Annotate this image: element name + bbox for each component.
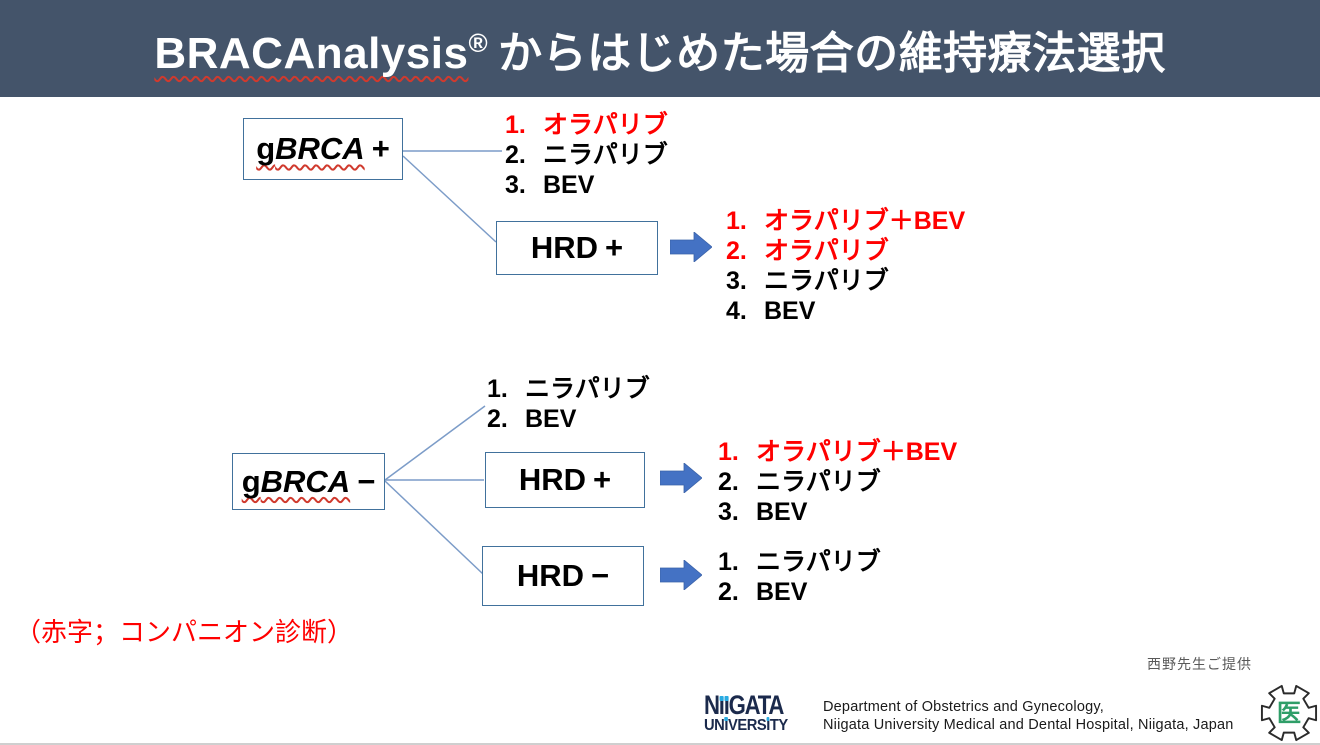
slide-bottom-edge xyxy=(0,743,1320,745)
title-japanese-text: からはじめた場合の維持療法選択 xyxy=(498,28,1166,78)
therapy-option: 3.ニラパリブ xyxy=(726,267,889,295)
logo-cyan-dot-letter: I xyxy=(766,717,770,734)
hrd-top-sign: + xyxy=(605,230,624,265)
logo-cyan-dot-letter: ı xyxy=(718,690,725,720)
therapy-option: 1.ニラパリブ xyxy=(718,548,881,576)
therapy-option: 4.BEV xyxy=(726,297,816,325)
hrd-positive-mid-box: HRD+ xyxy=(485,452,645,508)
hrd-mid-sign: + xyxy=(593,462,612,497)
seal-character: 医 xyxy=(1277,701,1301,728)
gbrca-positive-label: gBRCA xyxy=(256,131,365,167)
therapy-option: 3.BEV xyxy=(718,498,808,526)
logo-wordmark-line1: NııGATA xyxy=(704,690,784,720)
logo-cyan-dot-letter: ı xyxy=(723,690,730,720)
therapy-option: 1.ニラパリブ xyxy=(487,375,650,403)
hrd-negative-options-list: 1.ニラパリブ 2.BEV xyxy=(718,547,881,607)
hrd-negative-box: HRD− xyxy=(482,546,644,606)
therapy-option: 2.ニラパリブ xyxy=(718,468,881,496)
hrd-positive-top-options-list: 1.オラパリブ＋BEV 2.オラパリブ 3.ニラパリブ 4.BEV xyxy=(726,206,965,326)
niigata-university-logo: NııGATA UNIVERSITY xyxy=(704,690,801,734)
logo-wordmark-line2: UNIVERSITY xyxy=(704,717,788,734)
therapy-option: 3.BEV xyxy=(505,171,595,199)
flow-arrow-icon xyxy=(670,232,712,262)
gene-prefix: g xyxy=(256,131,276,166)
department-line1: Department of Obstetrics and Gynecology, xyxy=(823,699,1104,715)
medical-school-seal-icon: 医 xyxy=(1260,684,1318,742)
logo-cyan-dot-letter: I xyxy=(724,717,728,734)
therapy-option: 1.オラパリブ xyxy=(505,111,668,139)
hrd-negative-label: HRD xyxy=(516,558,585,593)
hrd-negative-sign: − xyxy=(591,558,610,593)
gbrca-negative-sign: − xyxy=(357,463,376,499)
hrd-mid-label: HRD xyxy=(518,462,587,497)
page-title: BRACAnalysis® からはじめた場合の維持療法選択 xyxy=(154,17,1165,81)
gbrca-positive-sign: + xyxy=(371,131,390,166)
gbrca-negative-label: gBRCA xyxy=(242,464,351,500)
gene-name: BRCA xyxy=(275,131,365,166)
credit-text: 西野先生ご提供 xyxy=(1147,656,1252,672)
flow-arrow-icon xyxy=(660,560,702,590)
red-text-legend: （赤字；コンパニオン診断） xyxy=(15,617,354,647)
gene-prefix: g xyxy=(241,463,261,499)
gbrca-negative-direct-options-list: 1.ニラパリブ 2.BEV xyxy=(487,374,650,434)
flow-arrow-icon xyxy=(660,463,702,493)
department-line2: Niigata University Medical and Dental Ho… xyxy=(823,717,1234,733)
gbrca-positive-box: gBRCA+ xyxy=(243,118,403,180)
hrd-positive-mid-options-list: 1.オラパリブ＋BEV 2.ニラパリブ 3.BEV xyxy=(718,437,957,527)
gbrca-positive-options-list: 1.オラパリブ 2.ニラパリブ 3.BEV xyxy=(505,110,668,200)
therapy-option: 2.オラパリブ xyxy=(726,237,889,265)
department-affiliation: Department of Obstetrics and Gynecology,… xyxy=(823,698,1234,734)
therapy-option: 1.オラパリブ＋BEV xyxy=(718,438,958,466)
hrd-top-label: HRD xyxy=(530,230,599,265)
therapy-option: 2.ニラパリブ xyxy=(505,141,668,169)
hrd-positive-top-box: HRD+ xyxy=(496,221,658,275)
therapy-option: 1.オラパリブ＋BEV xyxy=(726,207,966,235)
therapy-option: 2.BEV xyxy=(718,578,808,606)
gene-name: BRCA xyxy=(260,463,351,499)
title-bar: BRACAnalysis® からはじめた場合の維持療法選択 xyxy=(0,0,1320,97)
gbrca-negative-box: gBRCA− xyxy=(232,453,385,510)
title-brand: BRACAnalysis xyxy=(154,28,469,78)
therapy-option: 2.BEV xyxy=(487,405,577,433)
registered-trademark-symbol: ® xyxy=(468,27,489,58)
